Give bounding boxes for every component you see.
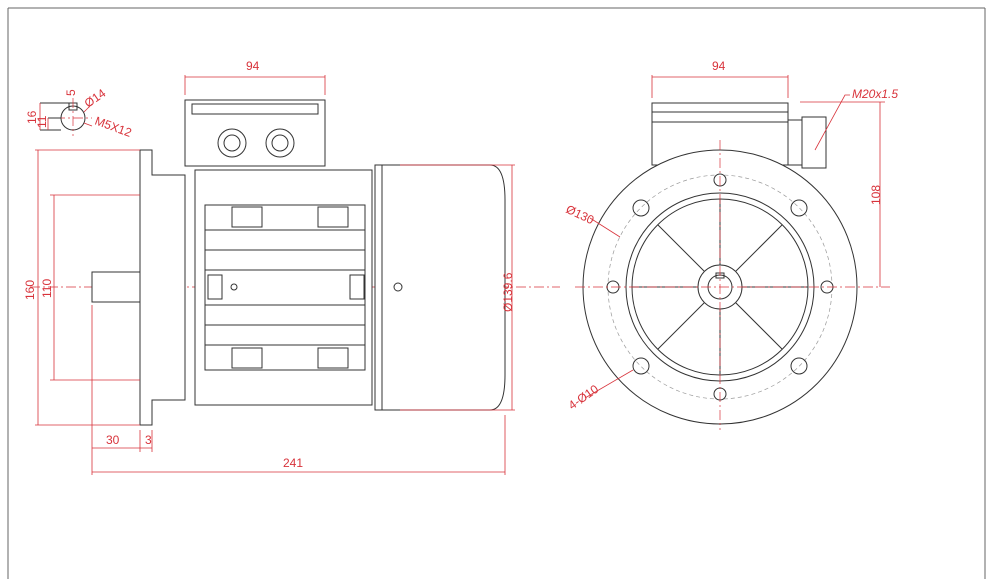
shaft-detail: [39, 98, 93, 136]
dim-flange-thickness: 3: [145, 433, 152, 447]
dim-overall-length: 241: [283, 456, 303, 470]
front-view: [575, 102, 890, 430]
dim-flange-height: 160: [23, 280, 37, 300]
dim-mounting-holes: 4-Ø10: [566, 382, 602, 413]
frame-border: [7, 7, 986, 579]
dim-cover-diameter: Ø139.6: [501, 272, 515, 312]
dim-box-width-front: 94: [712, 59, 726, 73]
dim-pcd: Ø130: [564, 202, 597, 227]
dim-gland-thread: M20x1.5: [852, 87, 898, 101]
dim-thread: M5X12: [93, 114, 134, 140]
dim-key-height: 16: [25, 110, 39, 124]
dim-box-width-side: 94: [246, 59, 260, 73]
side-dimensions: [35, 75, 515, 475]
dim-shaft-length: 30: [106, 433, 120, 447]
dim-key-width: 5: [64, 89, 78, 96]
dim-spigot-height: 110: [40, 279, 54, 298]
dim-shaft-diameter: Ø14: [82, 86, 109, 111]
front-dimensions: [584, 75, 885, 399]
side-view: [30, 99, 560, 426]
dim-center-height: 108: [869, 185, 883, 205]
dim-shaft-key: 11: [35, 115, 49, 128]
